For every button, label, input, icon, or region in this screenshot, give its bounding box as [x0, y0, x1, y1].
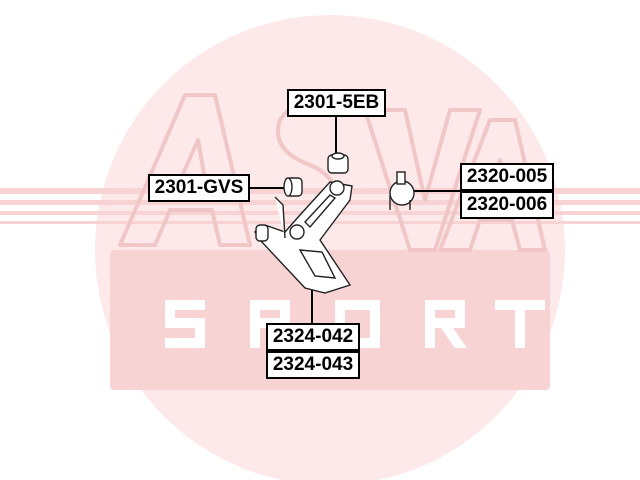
part-label-2301-5eb[interactable]: 2301-5EB — [287, 89, 386, 117]
part-label-2320-005[interactable]: 2320-005 — [460, 163, 554, 191]
ball-joint-icon — [389, 171, 415, 210]
part-label-2324-042[interactable]: 2324-042 — [266, 323, 360, 351]
part-label-2320-006[interactable]: 2320-006 — [460, 191, 554, 219]
part-label-2324-043[interactable]: 2324-043 — [266, 351, 360, 379]
top-bushing-icon — [327, 152, 349, 174]
rear-bushing-icon — [283, 177, 303, 197]
part-label-2301-gvs[interactable]: 2301-GVS — [148, 174, 250, 202]
control-arm-icon — [254, 180, 353, 294]
